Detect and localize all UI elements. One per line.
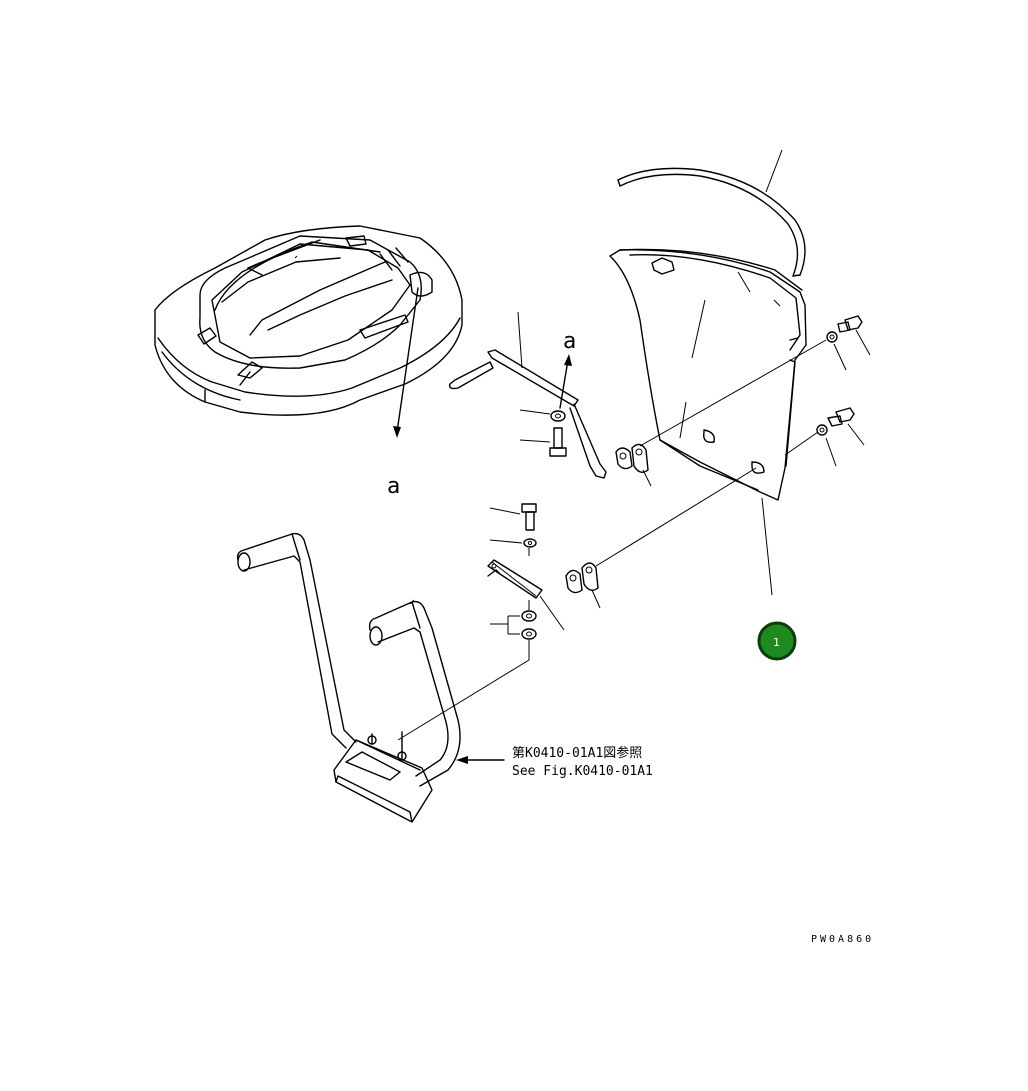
washer-lower-right — [816, 424, 837, 467]
frame-base — [333, 731, 433, 823]
bolt-lower-right — [827, 407, 865, 446]
reference-arrow — [456, 756, 505, 764]
lower-washer-1 — [489, 538, 537, 548]
panel-leaders — [679, 271, 781, 596]
drawing-code: PW0A860 — [811, 934, 874, 945]
washer-upper-right — [826, 331, 847, 371]
clip-upper — [615, 443, 652, 487]
arrow-a-up — [559, 354, 572, 409]
label-a-top: a — [563, 329, 576, 354]
center-washer — [519, 409, 566, 422]
lower-stack-axis — [397, 548, 530, 741]
frame-right — [368, 599, 461, 787]
lower-washer-3 — [521, 628, 537, 640]
attach-line-lower — [784, 431, 819, 456]
lower-plate — [487, 559, 565, 631]
seat-cushion — [154, 225, 463, 416]
lower-bolt — [489, 503, 537, 531]
attach-line-lower-clip — [595, 467, 757, 567]
reference-en: See Fig.K0410-01A1 — [512, 764, 653, 779]
center-bolt — [519, 427, 567, 457]
attach-line-upper — [639, 339, 827, 447]
label-a-bottom: a — [387, 474, 400, 499]
clip-lower — [565, 562, 601, 609]
callout-number: 1 — [773, 636, 780, 649]
bolt-upper-right — [837, 315, 871, 356]
arrow-a-seat — [393, 287, 419, 438]
center-strap — [448, 311, 607, 479]
washer-bracket-leader — [490, 615, 520, 635]
reference-jp: 第K0410-01A1図参照 — [512, 745, 642, 761]
rear-panel — [609, 248, 807, 501]
frame-left — [236, 532, 357, 749]
lower-washer-2 — [521, 610, 537, 622]
callout-badge-1[interactable]: 1 — [757, 621, 797, 661]
trim-strip — [617, 149, 806, 277]
